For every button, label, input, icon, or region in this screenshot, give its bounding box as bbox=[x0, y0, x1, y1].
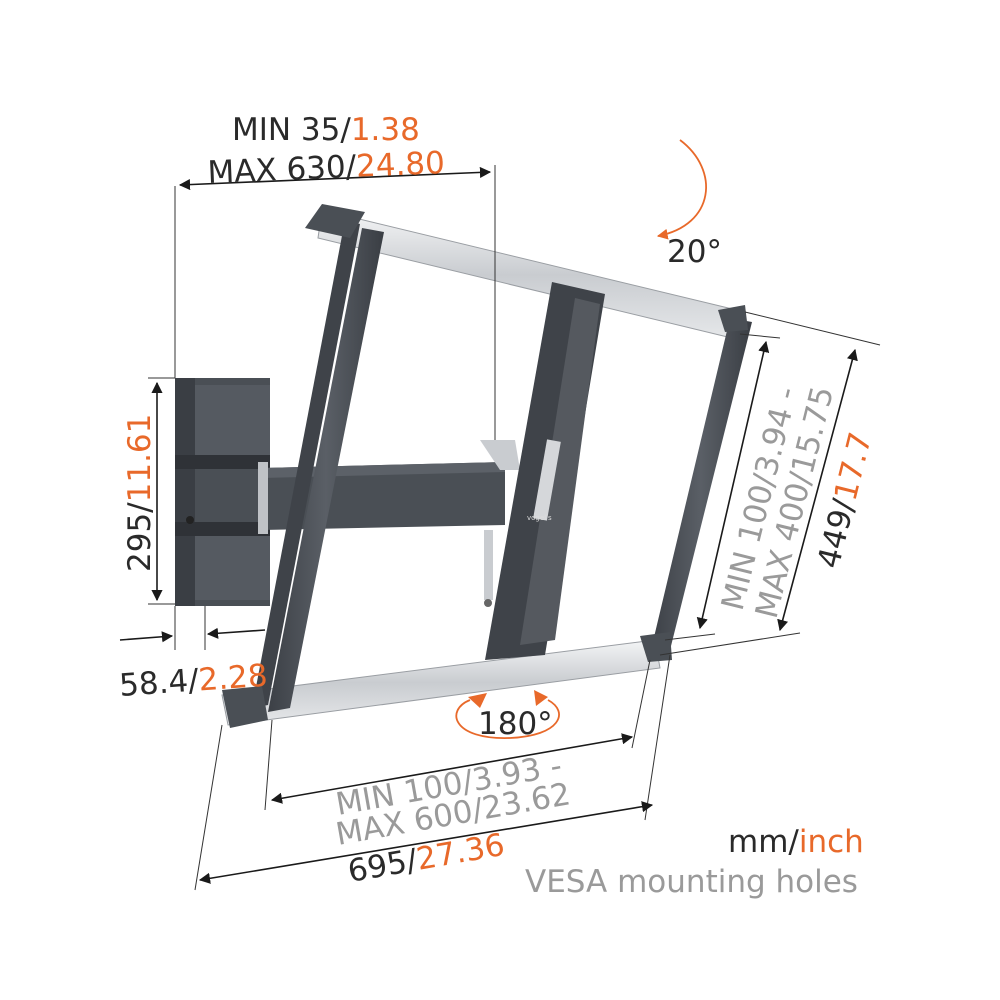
vesa-vertical-dimension bbox=[664, 333, 781, 641]
swivel-label: 180° bbox=[478, 706, 553, 742]
wall-plate-depth-dimension bbox=[119, 606, 266, 650]
tilt-label: 20° bbox=[667, 234, 722, 270]
unit-legend: mm/inch bbox=[728, 824, 864, 860]
wall-plate-height-dimension bbox=[148, 377, 175, 605]
bottom-rail bbox=[221, 639, 661, 726]
arm-extension-dimension bbox=[174, 165, 496, 440]
wall-mount-illustration: vogel's bbox=[175, 204, 752, 728]
vesa-horizontal-dimension bbox=[264, 659, 651, 811]
wall-plate-depth-label: 58.4/2.28 bbox=[118, 658, 269, 704]
arm-extension-max-label: MAX 630/24.80 bbox=[207, 145, 446, 191]
vesa-note: VESA mounting holes bbox=[525, 864, 858, 900]
wall-plate-height-label: 295/11.61 bbox=[122, 414, 158, 572]
tilt-arrow-icon bbox=[656, 139, 707, 240]
arm-extension-min-label: MIN 35/1.38 bbox=[232, 112, 420, 148]
wall-plate bbox=[175, 378, 270, 606]
frame-width-dimension bbox=[194, 654, 671, 891]
top-rail bbox=[317, 209, 746, 341]
brand-logo: vogel's bbox=[527, 514, 552, 522]
left-vertical-bar bbox=[268, 228, 384, 712]
swivel-arrow-icon bbox=[455, 690, 560, 739]
frame-height-dimension bbox=[659, 311, 881, 656]
